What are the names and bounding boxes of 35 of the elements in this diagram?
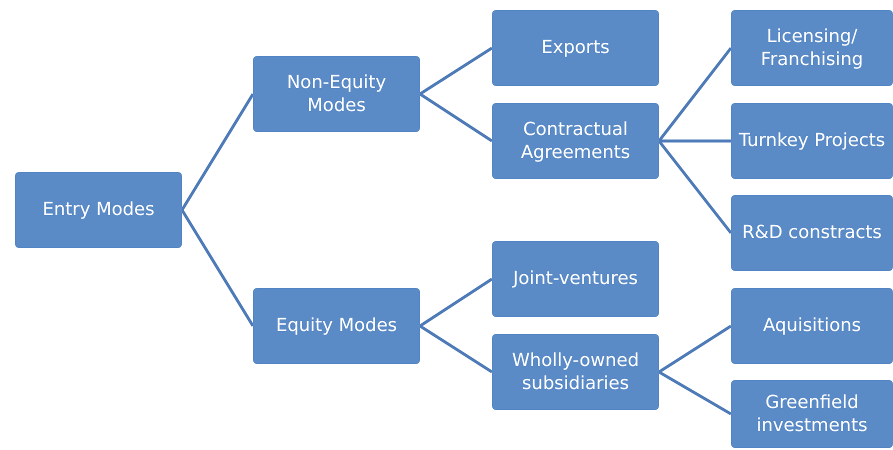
box-label: Aquisitions [762, 314, 862, 338]
connector-line [419, 278, 493, 328]
box-label: Exports [541, 36, 610, 60]
box-label: Non-Equity Modes [286, 70, 388, 118]
category-box [731, 380, 893, 448]
box-label: Joint-ventures [513, 267, 638, 291]
box-label: Equity Modes [276, 314, 398, 338]
connector-line [180, 209, 254, 327]
category-box [253, 288, 420, 364]
category-box [492, 241, 659, 317]
connector-line [658, 370, 732, 416]
category-box [15, 172, 182, 248]
box-label: Turnkey Projects [738, 129, 886, 153]
connector-line [658, 324, 732, 374]
category-box [492, 334, 659, 410]
connector-line [419, 92, 493, 142]
box-label: Greenfield investments [755, 390, 869, 438]
connector-line [658, 140, 732, 234]
category-box [492, 103, 659, 179]
connector-line [659, 140, 731, 142]
category-box [731, 288, 893, 364]
category-box [731, 10, 893, 86]
connector-line [180, 93, 254, 211]
box-label: Entry Modes [42, 198, 155, 222]
connector-line [419, 324, 493, 374]
category-box [731, 195, 893, 271]
category-box [731, 103, 893, 179]
connector-line [658, 47, 732, 142]
connector-line [419, 46, 493, 96]
box-label: R&D constracts [742, 221, 882, 245]
box-label: Contractual Agreements [520, 118, 632, 164]
category-box [492, 10, 659, 86]
box-label: Wholly-owned subsidiaries [510, 348, 640, 396]
box-label: Licensing/ Franchising [760, 24, 864, 72]
category-box [253, 56, 420, 132]
